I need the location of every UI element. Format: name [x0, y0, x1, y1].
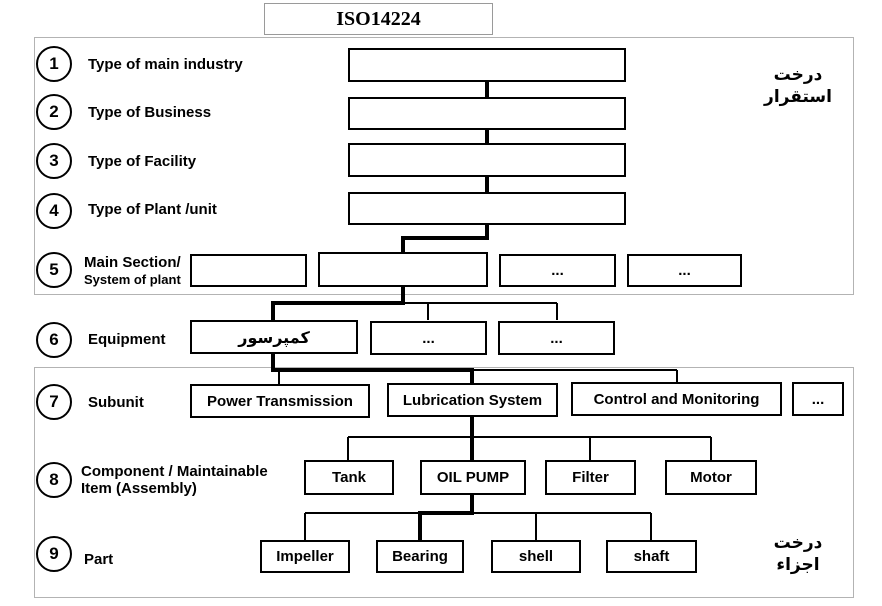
connector-l6-l7 [271, 354, 474, 383]
level-1-label: Type of main industry [88, 56, 243, 73]
level-4-label: Type of Plant /unit [88, 201, 217, 218]
main-section-box-4: ... [627, 254, 742, 287]
deployment-tree-label: درخت استقرار [758, 64, 838, 108]
level-7-circle: 7 [36, 384, 72, 420]
connector-l8-l9 [418, 495, 474, 540]
level-2-circle: 2 [36, 94, 72, 130]
level-5-label-line2: System of plant [84, 272, 181, 287]
main-section-box-3: ... [499, 254, 616, 287]
main-section-box-1 [190, 254, 307, 287]
level-6-circle: 6 [36, 322, 72, 358]
part-impeller: Impeller [260, 540, 350, 573]
deployment-tree-label-line1: درخت [773, 65, 823, 85]
level-7-label: Subunit [88, 394, 144, 411]
deployment-tree-label-line2: استقرار [764, 87, 832, 107]
level-3-label: Type of Facility [88, 153, 197, 170]
upper-taxonomy-panel [34, 37, 854, 295]
main-section-box-2 [318, 252, 488, 287]
level-9-label: Part [84, 551, 114, 568]
business-box [348, 97, 626, 130]
connector-l4-l5 [401, 225, 489, 254]
parts-tree-label-line1: درخت [773, 533, 823, 553]
level-8-label-line1: Component / Maintainable [81, 463, 268, 480]
component-motor: Motor [665, 460, 757, 495]
component-filter: Filter [545, 460, 636, 495]
subunit-lubrication-system: Lubrication System [387, 383, 558, 417]
level-1-circle: 1 [36, 46, 72, 82]
main-industry-box [348, 48, 626, 82]
component-tank: Tank [304, 460, 394, 495]
subunit-power-transmission: Power Transmission [190, 384, 370, 418]
part-shell: shell [491, 540, 581, 573]
diagram-title: ISO14224 [264, 3, 493, 35]
level-3-circle: 3 [36, 143, 72, 179]
level-8-label-line2: Item (Assembly) [81, 480, 197, 497]
level-4-circle: 4 [36, 193, 72, 229]
level-5-label-line1: Main Section/ [84, 254, 181, 271]
level-2-label: Type of Business [88, 104, 212, 121]
level-8-circle: 8 [36, 462, 72, 498]
part-bearing: Bearing [376, 540, 464, 573]
subunit-more: ... [792, 382, 844, 416]
level-5-label: Main Section/ System of plant [84, 254, 181, 288]
level-5-circle: 5 [36, 252, 72, 288]
level-9-circle: 9 [36, 536, 72, 572]
subunit-control-monitoring: Control and Monitoring [571, 382, 782, 416]
level-8-label: Component / Maintainable Item (Assembly) [81, 463, 268, 497]
part-shaft: shaft [606, 540, 697, 573]
component-oil-pump: OIL PUMP [420, 460, 526, 495]
equipment-box-compressor: کمپرسور [190, 320, 358, 354]
parts-tree-label-line2: اجزاء [776, 555, 820, 575]
facility-box [348, 143, 626, 177]
parts-tree-label: درخت اجزاء [758, 532, 838, 576]
equipment-box-3: ... [498, 321, 615, 355]
lower-taxonomy-panel [34, 367, 854, 598]
connector-l5-l6 [271, 287, 405, 320]
equipment-box-2: ... [370, 321, 487, 355]
level-6-label: Equipment [88, 331, 166, 348]
plant-unit-box [348, 192, 626, 225]
